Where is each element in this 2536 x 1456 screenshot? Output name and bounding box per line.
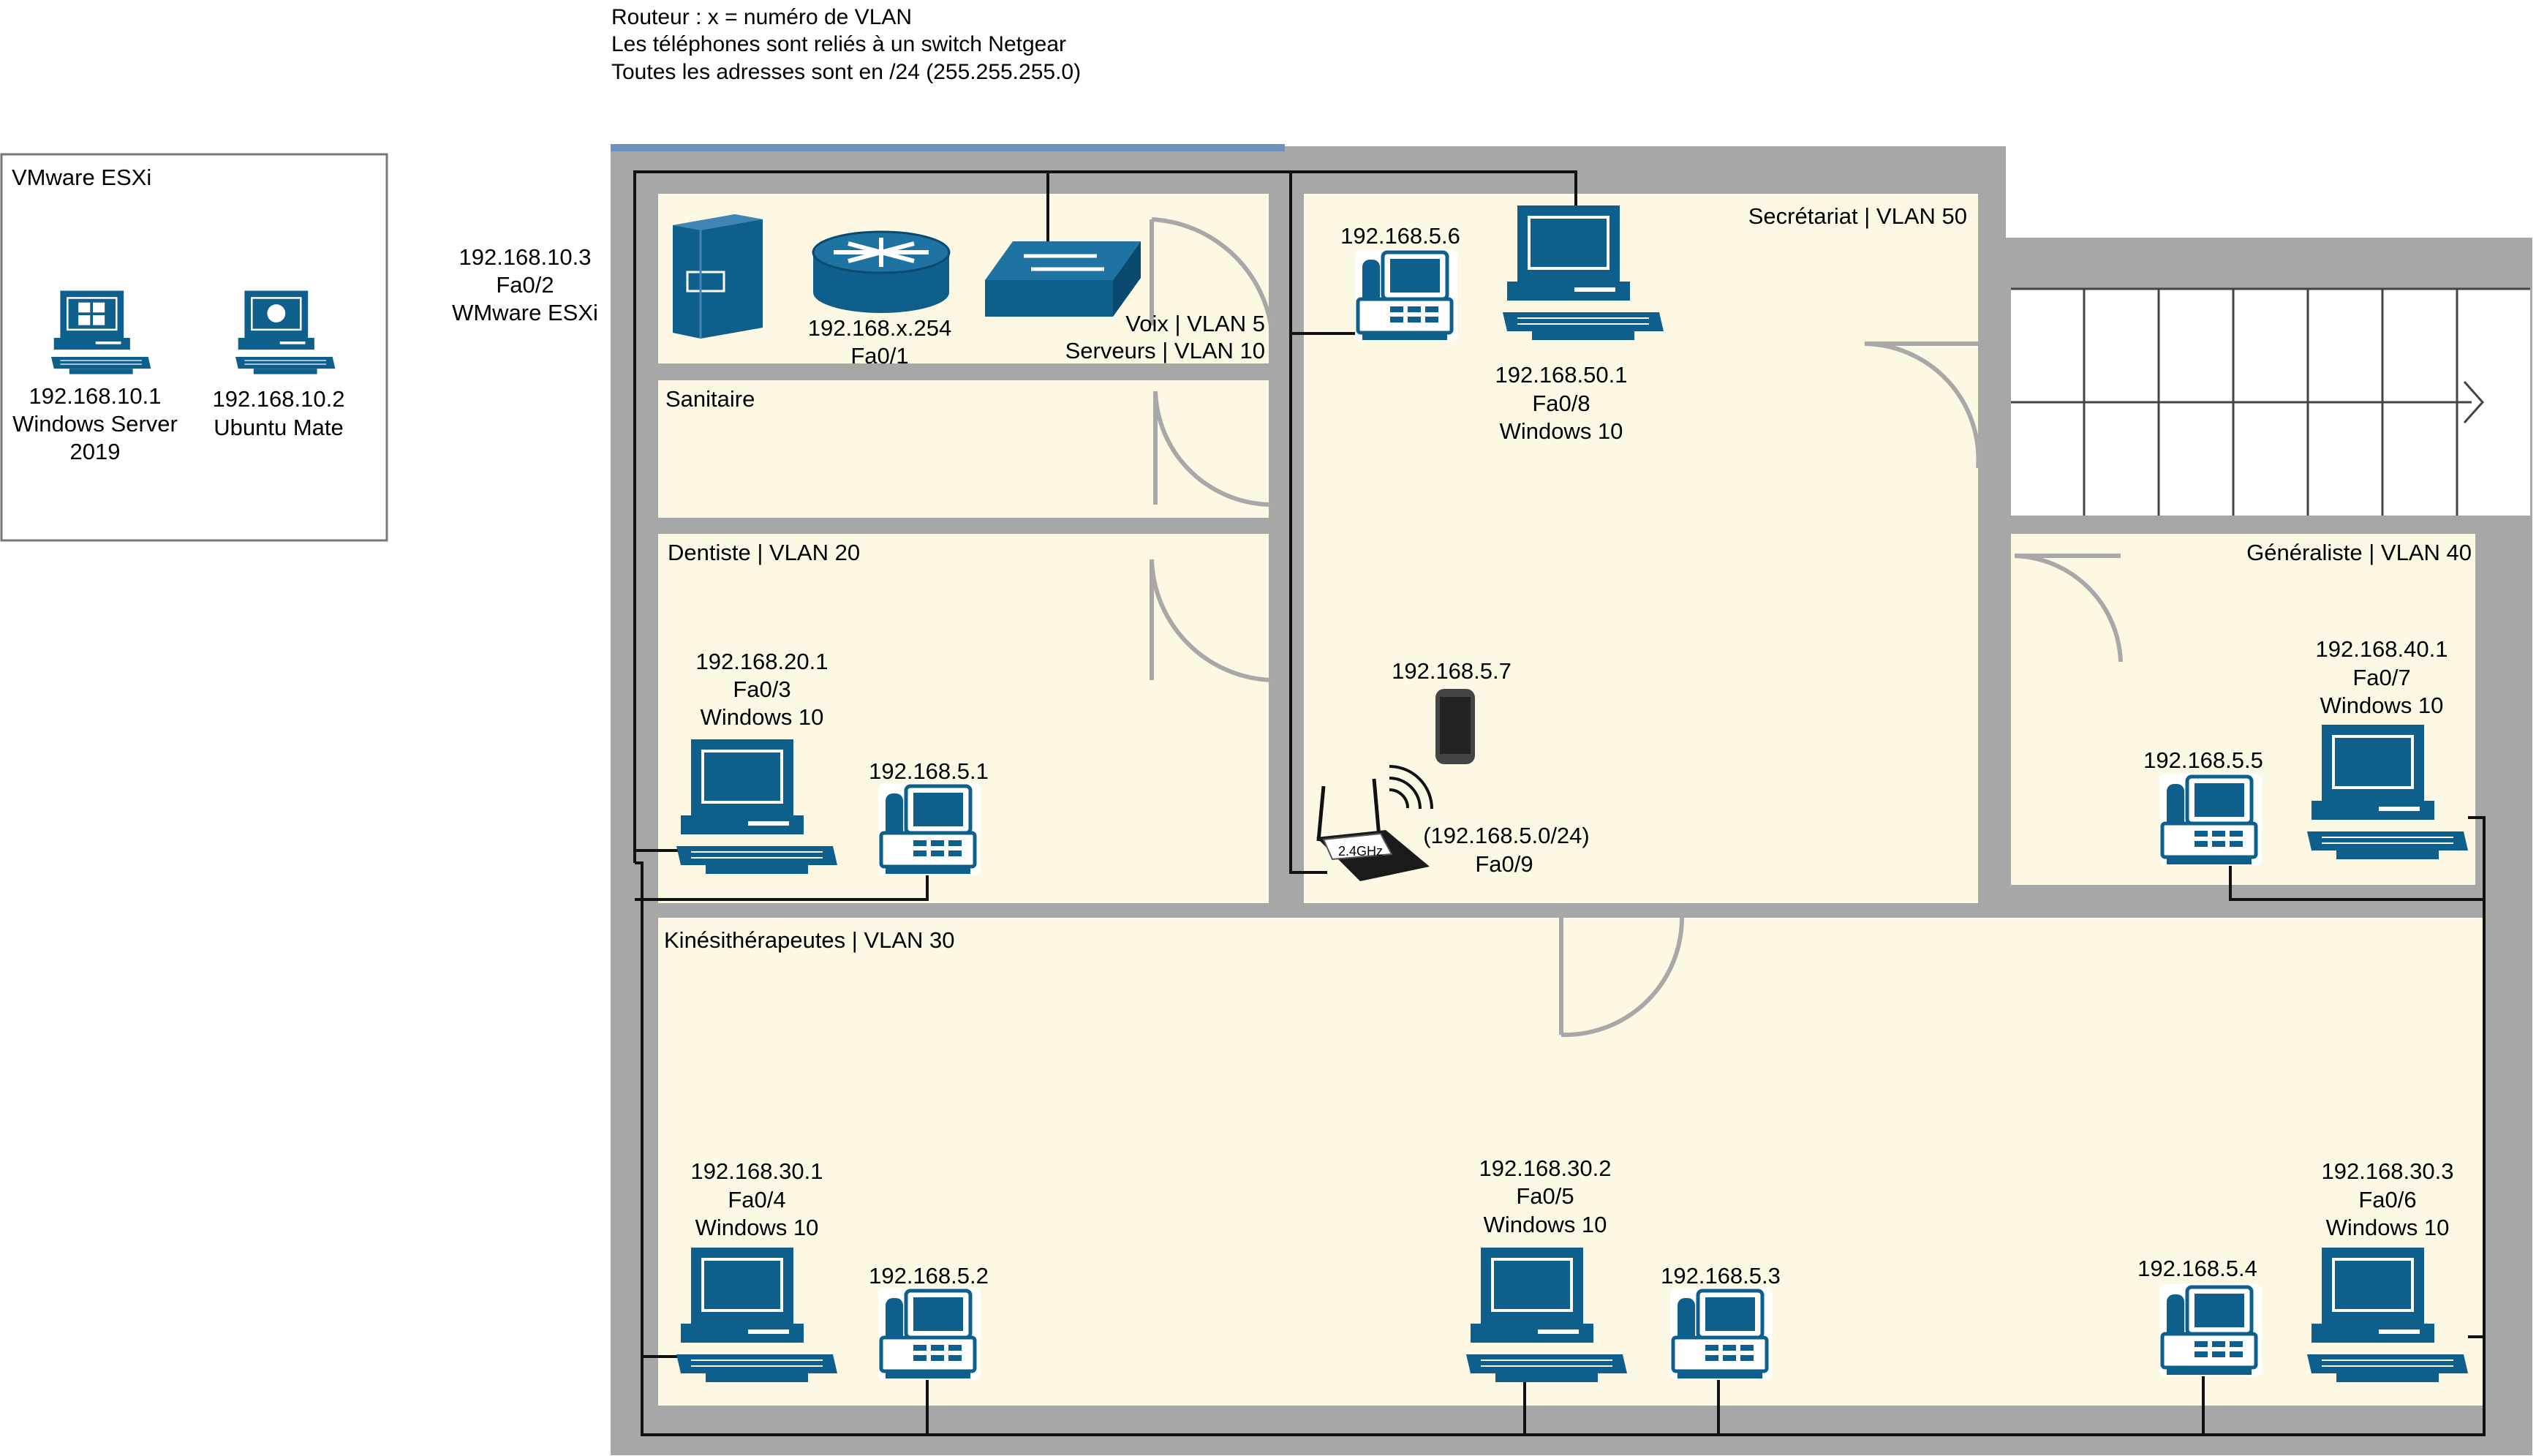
esxi-box-title: VMware ESXi xyxy=(12,165,151,190)
esxi-host-name: WMware ESXi xyxy=(452,300,598,325)
kine-pc1-os: Windows 10 xyxy=(695,1215,819,1240)
kine-pc2-os: Windows 10 xyxy=(1484,1212,1607,1237)
kine-pc1-ip: 192.168.30.1 xyxy=(690,1158,823,1184)
sec-pc-os: Windows 10 xyxy=(1500,418,1623,444)
kine-pc3-port: Fa0/6 xyxy=(2358,1187,2416,1212)
note-addresses: Toutes les adresses sont en /24 (255.255… xyxy=(611,60,1081,84)
gen-pc-os: Windows 10 xyxy=(2320,693,2444,718)
dent-phone-ip: 192.168.5.1 xyxy=(869,758,989,784)
esxi-host-ip: 192.168.10.3 xyxy=(458,244,591,270)
wifi-network: (192.168.5.0/24) xyxy=(1423,823,1590,848)
room-label-dentiste: Dentiste | VLAN 20 xyxy=(668,540,860,565)
router-ip: 192.168.x.254 xyxy=(808,315,952,341)
building-floor-plan xyxy=(611,144,2532,1455)
server-tower-icon xyxy=(673,214,763,339)
kine-pc3-os: Windows 10 xyxy=(2326,1215,2450,1240)
kine-phone3-ip: 192.168.5.4 xyxy=(2137,1256,2257,1281)
dent-pc-ip: 192.168.20.1 xyxy=(695,649,828,674)
kine-phone2-ip: 192.168.5.3 xyxy=(1661,1263,1781,1289)
gen-pc-port: Fa0/7 xyxy=(2352,665,2410,690)
esxi-host-port: Fa0/2 xyxy=(496,272,554,298)
server-room-label-voice: Voix | VLAN 5 xyxy=(1125,311,1265,336)
esxi-host-label: 192.168.10.3 Fa0/2 WMware ESXi xyxy=(452,244,598,325)
sanitaire-room xyxy=(658,380,1269,518)
diagram-notes: Routeur : x = numéro de VLAN Les télépho… xyxy=(611,5,1081,84)
kine-pc3-ip: 192.168.30.3 xyxy=(2321,1158,2453,1184)
doors xyxy=(1150,217,2123,1038)
dent-pc-os: Windows 10 xyxy=(701,704,824,730)
wifi-band-badge: 2.4GHz xyxy=(1338,844,1383,859)
router-icon xyxy=(812,230,951,313)
wifi-access-point-icon: 2.4GHz xyxy=(1316,765,1433,881)
wifi-port: Fa0/9 xyxy=(1475,851,1533,877)
gen-phone-icon xyxy=(2159,774,2262,866)
sec-pc-ip: 192.168.50.1 xyxy=(1495,362,1627,388)
kine-phone1-ip: 192.168.5.2 xyxy=(869,1263,989,1289)
note-router: Routeur : x = numéro de VLAN xyxy=(611,5,912,29)
note-phones: Les téléphones sont reliés à un switch N… xyxy=(611,32,1066,56)
gen-pc-ip: 192.168.40.1 xyxy=(2315,636,2448,662)
kine-pc2-ip: 192.168.30.2 xyxy=(1479,1155,1611,1181)
switch-icon xyxy=(985,241,1141,317)
kine-phone2-icon xyxy=(1670,1288,1773,1380)
room-label-generaliste: Généraliste | VLAN 40 xyxy=(2246,540,2472,565)
room-label-secretariat: Secrétariat | VLAN 50 xyxy=(1748,203,1967,229)
kine-pc1-port: Fa0/4 xyxy=(728,1187,785,1212)
sec-phone-ip: 192.168.5.6 xyxy=(1340,223,1460,249)
sec-phone-icon xyxy=(1355,249,1457,342)
vm1-os-version: 2019 xyxy=(70,439,121,464)
mobile-ip: 192.168.5.7 xyxy=(1392,658,1512,684)
kine-phone1-icon xyxy=(878,1288,981,1380)
room-label-kine: Kinésithérapeutes | VLAN 30 xyxy=(664,927,955,953)
router-port: Fa0/1 xyxy=(850,343,908,369)
ubuntu-vm-icon xyxy=(234,290,336,375)
vm2-os: Ubuntu Mate xyxy=(214,415,344,440)
windows-server-vm-icon xyxy=(50,290,152,375)
room-label-sanitaire: Sanitaire xyxy=(665,386,755,412)
gen-phone-ip: 192.168.5.5 xyxy=(2143,747,2263,773)
staircase xyxy=(2011,287,2530,516)
server-room-label-servers: Serveurs | VLAN 10 xyxy=(1065,338,1265,363)
dent-pc-port: Fa0/3 xyxy=(733,676,790,702)
vm1-os: Windows Server xyxy=(12,411,178,437)
dent-phone-icon xyxy=(878,783,981,875)
esxi-box: VMware ESXi 192.168.10.1 Windows Server … xyxy=(0,153,388,542)
kine-pc2-port: Fa0/5 xyxy=(1516,1183,1574,1209)
smartphone-icon xyxy=(1435,689,1475,764)
network-cabling xyxy=(633,170,2486,1436)
vm2-ip: 192.168.10.2 xyxy=(212,386,344,412)
kine-phone3-icon xyxy=(2159,1284,2262,1376)
sec-pc-port: Fa0/8 xyxy=(1532,391,1590,416)
vm1-ip: 192.168.10.1 xyxy=(29,383,161,409)
